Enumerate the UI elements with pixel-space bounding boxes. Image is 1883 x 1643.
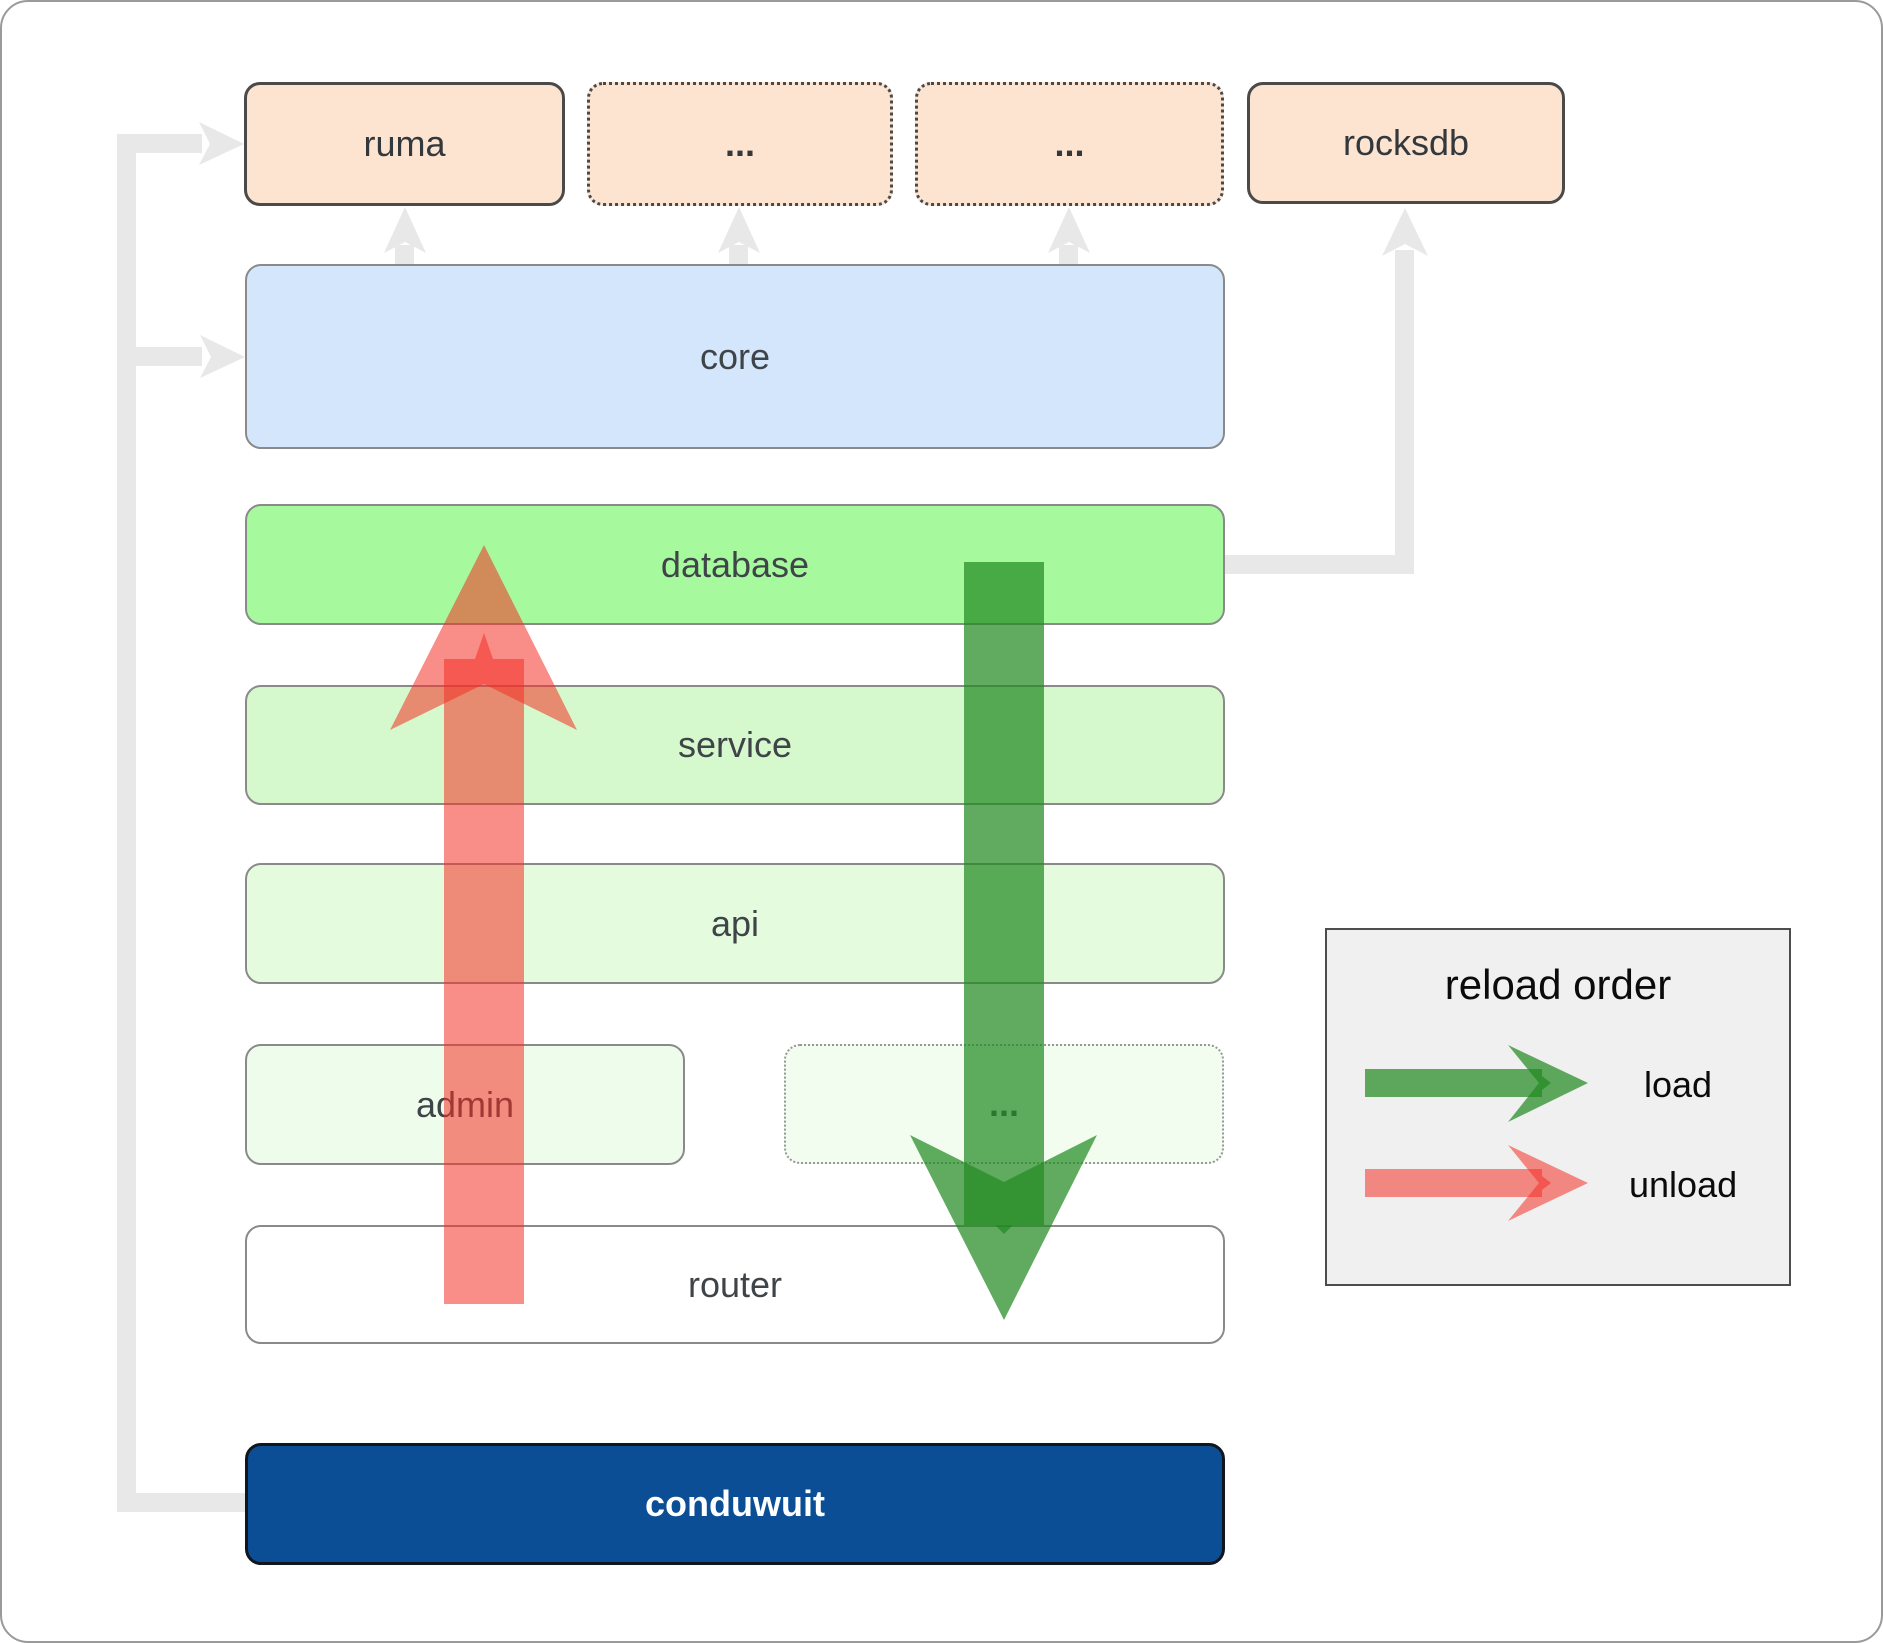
database-to-rocksdb-hline [1224,555,1395,574]
core-to-ellipsis2-arrowhead-icon [1048,207,1090,253]
core-to-ruma-line [395,245,414,265]
box-router: router [245,1225,1225,1344]
box-rocksdb: rocksdb [1247,82,1565,204]
box-ellipsis-top-1: ... [587,82,893,206]
core-arrowhead-icon [200,335,245,378]
ruma-branch-line [117,134,202,153]
database-to-rocksdb-vline [1395,250,1414,574]
legend-load-label: load [1644,1064,1713,1105]
core-to-ellipsis1-line [729,245,748,265]
box-service: service [245,685,1225,805]
core-branch-line [117,347,202,366]
legend-panel: reload order load unload [1325,928,1791,1286]
box-ellipsis-admin-row-label: ... [988,1083,1019,1124]
box-admin: admin [245,1044,685,1165]
box-database: database [245,504,1225,625]
conduwuit-trunk-line [117,134,136,1512]
box-service-label: service [677,724,793,765]
box-api: api [245,863,1225,984]
box-conduwuit: conduwuit [245,1443,1225,1565]
box-core: core [245,264,1225,449]
core-to-ruma-arrowhead-icon [384,207,426,253]
rocksdb-arrowhead-icon [1382,208,1428,256]
box-api-label: api [710,902,760,944]
box-ellipsis-top-2: ... [915,82,1224,206]
conduwuit-elbow-line [117,1493,247,1512]
legend-title: reload order [1444,961,1672,1008]
box-router-label: router [687,1263,783,1305]
core-to-ellipsis2-line [1059,245,1078,265]
box-ellipsis-top-2-label: ... [1054,123,1085,164]
box-ellipsis-admin-row: ... [784,1044,1224,1164]
box-rocksdb-label: rocksdb [1342,122,1470,163]
box-ellipsis-top-1-label: ... [724,123,755,164]
box-admin-label: admin [415,1083,515,1125]
legend-unload-label: unload [1629,1164,1738,1205]
box-ruma-label: ruma [363,123,446,164]
ruma-arrowhead-icon [199,122,244,165]
box-core-label: core [699,335,771,377]
box-conduwuit-label: conduwuit [645,1483,825,1524]
box-database-label: database [660,543,810,585]
core-to-ellipsis1-arrowhead-icon [718,207,760,253]
box-ruma: ruma [244,82,565,206]
